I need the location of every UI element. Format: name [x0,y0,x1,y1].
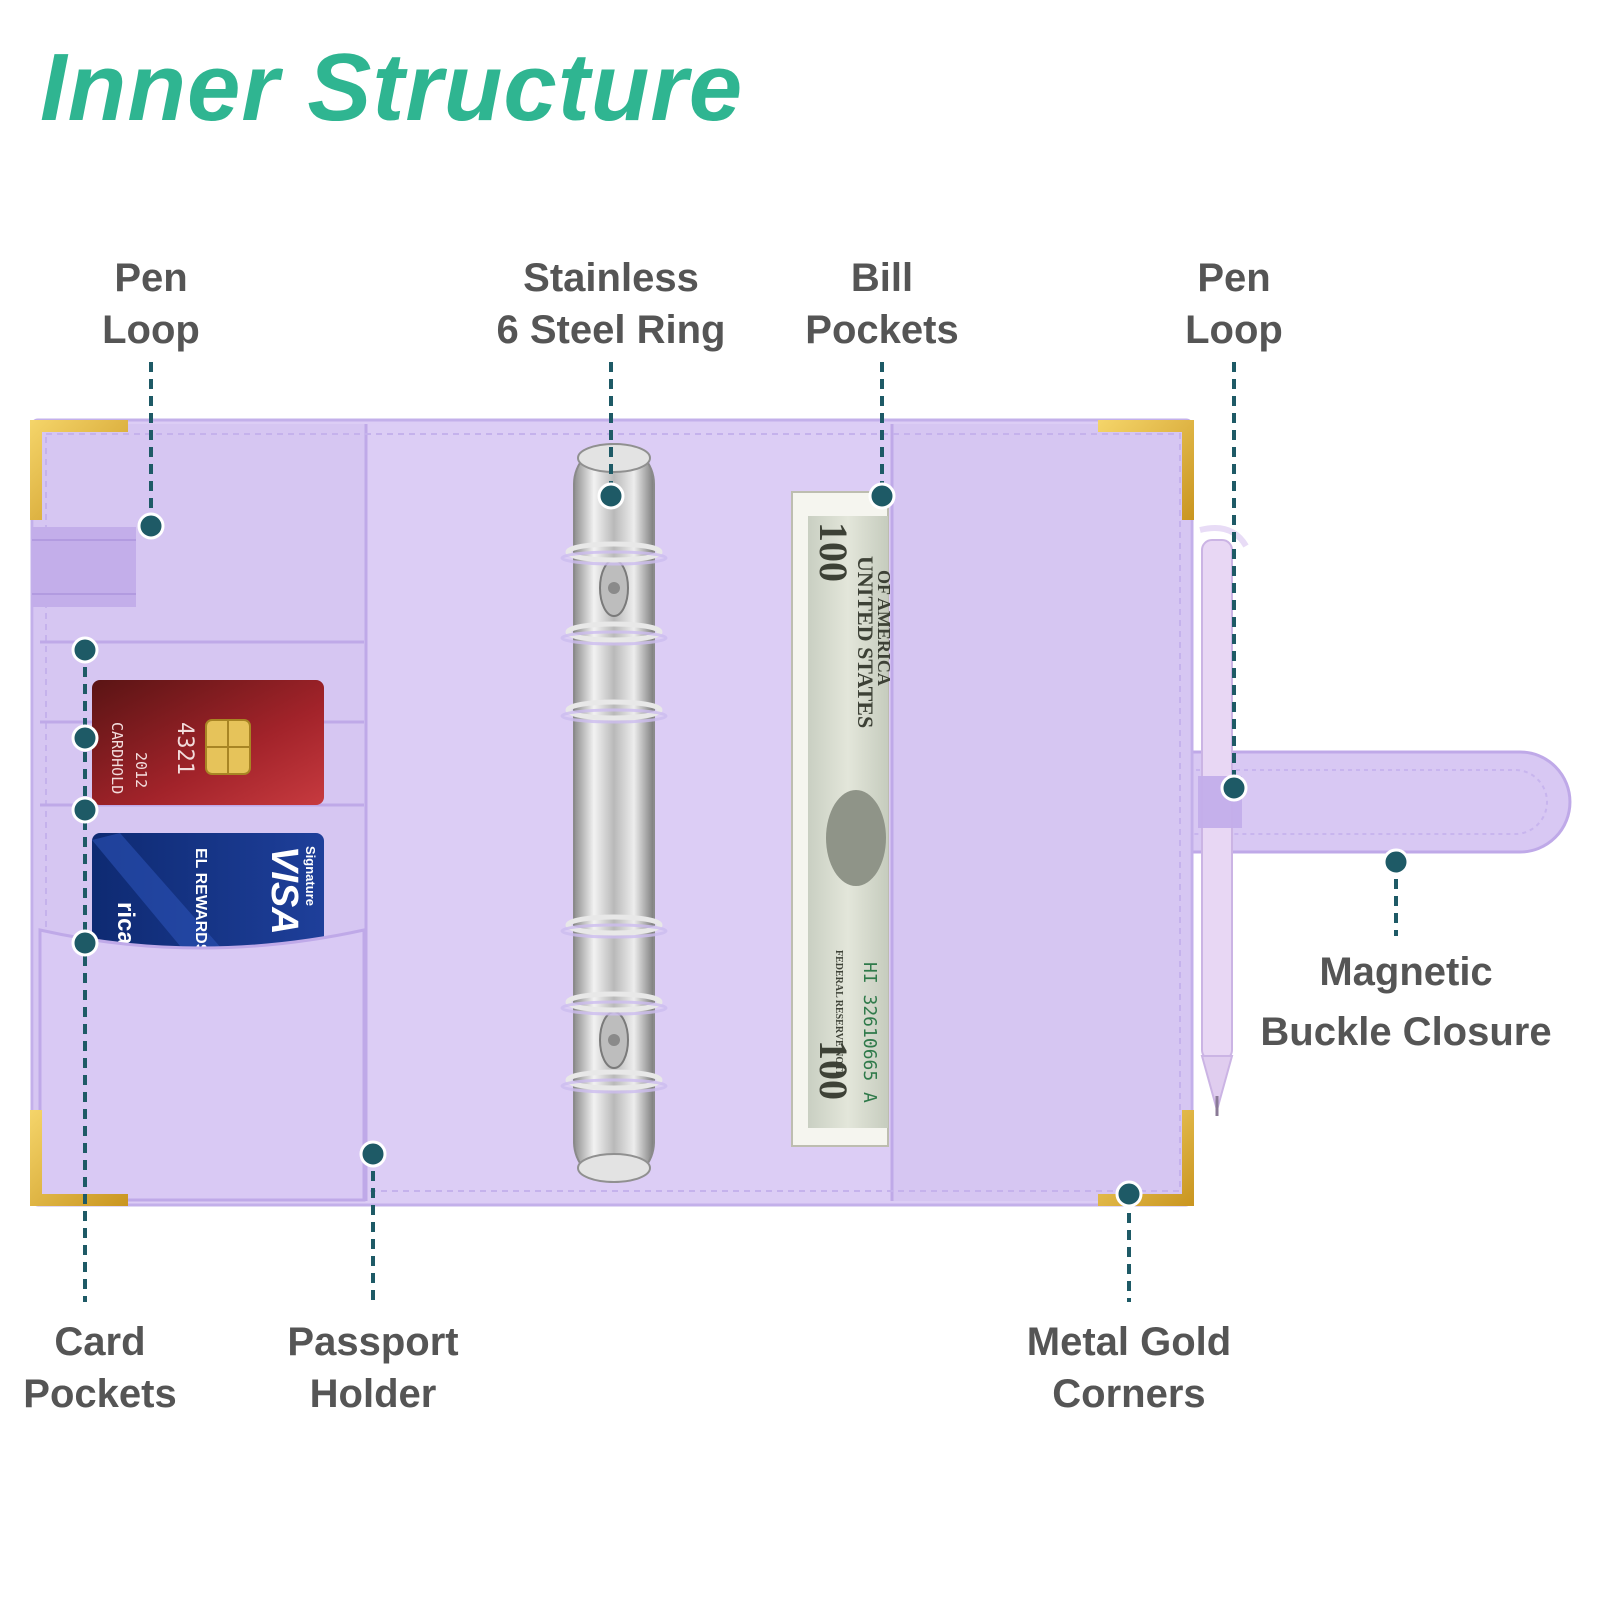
label-steel-ring-line2: 6 Steel Ring [496,308,726,352]
blue-card-brand: VISA [263,846,305,935]
label-passport-holder-line2: Holder [309,1372,437,1416]
label-pen-loop-left-line1: Pen [114,256,188,300]
label-card-pockets-line2: Pockets [23,1372,177,1416]
label-pen-loop-right-line2: Loop [1185,308,1283,352]
blue-card-bank: rica [112,902,139,945]
left-pen-loop-elastic [32,527,136,607]
banknote-denomination: 100 [811,522,856,582]
metal-gold-corners [30,420,1194,1206]
label-pen-loop-right-line1: Pen [1197,256,1271,300]
passport-pocket [38,928,366,1202]
rings [565,541,663,1091]
label-passport-holder-line1: Passport [287,1320,459,1364]
label-bill-pockets-line2: Pockets [805,308,959,352]
red-card-year: 2012 [132,752,150,788]
label-magnetic-buckle: Magnetic Buckle Closure [1236,942,1576,1062]
label-steel-ring-line1: Stainless [523,256,699,300]
label-gold-corners-line2: Corners [1052,1372,1206,1416]
label-steel-ring: Stainless 6 Steel Ring [461,252,761,356]
steel-ring-mechanism [560,443,668,1183]
label-pen-loop-right: Pen Loop [1134,252,1334,356]
label-card-pockets-line1: Card [54,1320,146,1364]
red-card-holder: CARDHOLD [108,722,126,794]
label-gold-corners-line1: Metal Gold [1026,1320,1232,1364]
banknote-country: UNITED STATES [853,556,878,728]
label-bill-pockets: Bill Pockets [772,252,992,356]
ring-shadows [560,550,668,1094]
label-pen-loop-left: Pen Loop [51,252,251,356]
label-passport-holder: Passport Holder [258,1316,488,1420]
blue-card-program: EL REWARDS [192,848,209,955]
banknote-serial: HI 32610665 A [859,962,880,1103]
red-credit-card: 4321 2012 CARDHOLD [92,680,324,805]
callouts [83,362,1398,1302]
page-title: Inner Structure [40,34,744,141]
label-bill-pockets-line1: Bill [850,256,914,300]
banknote-country-line2: OF AMERICA [874,570,894,686]
red-card-number: 4321 [172,722,197,775]
blue-card-tier: Signature [303,846,318,906]
magnetic-buckle-strap [1168,750,1572,854]
label-magnetic-buckle-line2: Buckle Closure [1260,1010,1552,1054]
banknote-denomination-bottom: 100 [811,1040,856,1100]
label-card-pockets: Card Pockets [10,1316,190,1420]
blue-credit-card: VISA Signature EL REWARDS rica [92,833,324,958]
label-pen-loop-left-line2: Loop [102,308,200,352]
banknote-series: FEDERAL RESERVE NOTE [833,950,844,1078]
label-magnetic-buckle-line1: Magnetic [1319,950,1493,994]
label-gold-corners: Metal Gold Corners [1004,1316,1254,1420]
banknote: 100 UNITED STATES OF AMERICA HI 32610665… [791,491,894,1147]
callout-dots [71,482,1410,1208]
